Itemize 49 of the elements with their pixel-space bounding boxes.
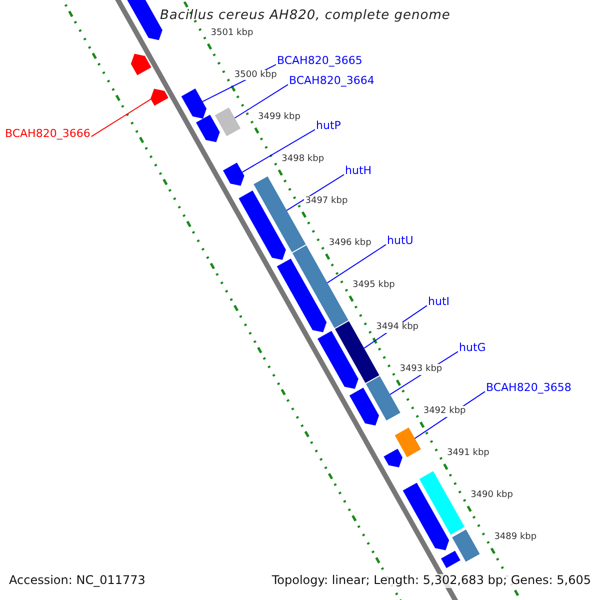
scale-label: 3498 kbp: [280, 154, 326, 165]
gene-feature: [181, 88, 206, 119]
scale-label: 3490 kbp: [470, 490, 514, 501]
gene-feature: [318, 330, 358, 389]
gene-feature: [196, 114, 220, 142]
gene-feature: [254, 176, 306, 252]
gene-feature: [394, 428, 421, 458]
gene-feature: [419, 471, 465, 535]
gene-feature: [402, 482, 450, 550]
gene-feature: [276, 258, 327, 332]
gene-feature: [214, 108, 241, 136]
gene-label: hutG: [459, 342, 486, 355]
scale-label: 3494 kbp: [375, 322, 420, 333]
gene-feature: [349, 388, 379, 426]
accession-text: Accession: NC_011773: [9, 574, 146, 588]
gene-feature: [238, 190, 286, 260]
gene-label: BCAH820_3665: [277, 55, 362, 68]
scale-label: 3495 kbp: [351, 280, 396, 291]
scale-label: 3497 kbp: [304, 196, 349, 207]
gene-feature: [452, 530, 480, 562]
gene-label: hutP: [316, 120, 341, 133]
leader-line: [286, 174, 344, 211]
gene-feature: [130, 54, 152, 76]
gene-label: BCAH820_3666: [5, 128, 90, 141]
genome-info-text: Topology: linear; Length: 5,302,683 bp; Genes: 5,605: [272, 574, 591, 588]
scale-label: 3496 kbp: [328, 238, 372, 249]
gene-feature: [441, 550, 460, 568]
gene-feature: [384, 448, 402, 468]
title: Bacillus cereus AH820, complete genome: [160, 9, 450, 24]
scale-label: 3492 kbp: [422, 406, 467, 417]
scale-label: 3489 kbp: [493, 532, 538, 543]
scale-label: 3500 kbp: [233, 70, 278, 80]
leader-line: [90, 98, 152, 138]
scale-label: 3499 kbp: [257, 112, 302, 122]
gene-feature: [366, 376, 400, 420]
scale-label: 3493 kbp: [398, 364, 444, 375]
gene-feature: [150, 88, 168, 106]
gene-label: hutH: [345, 165, 372, 178]
scale-label: 3501 kbp: [210, 28, 254, 38]
gene-label: BCAH820_3664: [289, 75, 374, 88]
gene-label: BCAH820_3658: [486, 382, 572, 395]
gene-feature: [292, 245, 348, 328]
gene-label: hutU: [387, 235, 414, 248]
leader-line: [242, 129, 316, 173]
scale-label: 3491 kbp: [446, 448, 490, 459]
leader-line: [234, 84, 288, 118]
leader-line: [326, 244, 386, 284]
gene-feature: [223, 162, 244, 186]
gene-label: hutI: [428, 296, 450, 309]
